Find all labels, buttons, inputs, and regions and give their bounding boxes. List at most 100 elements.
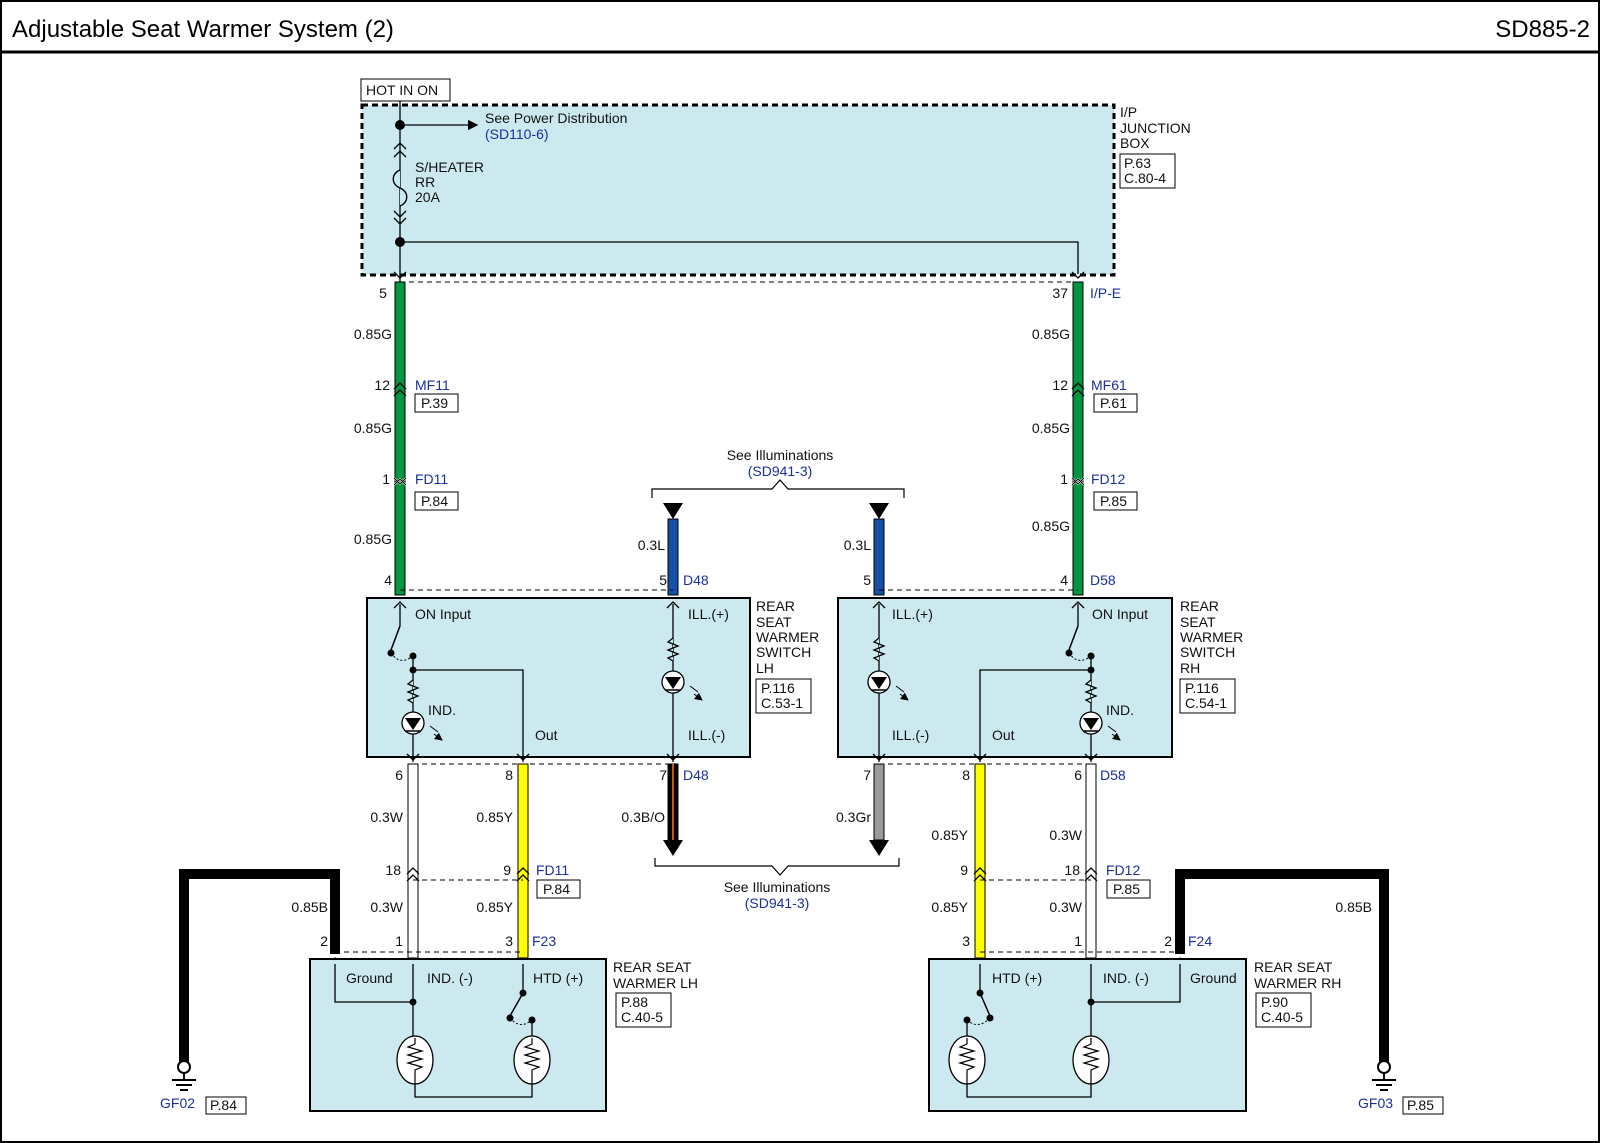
- wire-right-green: [1072, 281, 1084, 596]
- pin-1: 1: [395, 933, 403, 949]
- fuse-icon: [392, 142, 408, 225]
- wire-label-085y: 0.85Y: [931, 827, 968, 843]
- fuse-name-2: RR: [415, 174, 435, 190]
- warmer-lh-ground: Ground: [346, 970, 393, 986]
- switch-rh-name-3: WARMER: [1180, 629, 1243, 645]
- pin-12: 12: [374, 377, 390, 393]
- illum-bracket-top: [651, 479, 905, 498]
- warmer-lh-name-1: REAR SEAT: [613, 959, 692, 975]
- wire-ind-rh-white: [1085, 763, 1097, 959]
- wire-label-085g: 0.85G: [1032, 326, 1070, 342]
- heater-element-icon: [948, 1035, 986, 1085]
- switch-rh-ind: IND.: [1106, 702, 1134, 718]
- junction-label-1: I/P: [1120, 104, 1137, 120]
- warmer-rh-ref-box: [1255, 992, 1312, 1028]
- page-title: Adjustable Seat Warmer System (2): [12, 16, 394, 43]
- pin-9: 9: [960, 862, 968, 878]
- fd11-lower-ref-box: [536, 879, 581, 899]
- wire-ground-lh-black: [179, 869, 340, 1067]
- warmer-lh-module: [309, 958, 607, 1112]
- wire-left-green: [394, 281, 406, 596]
- switch-icon: [1065, 625, 1095, 661]
- switch-icon: [963, 989, 994, 1025]
- mf11-page: P.39: [421, 395, 448, 411]
- ground-gf03: GF03: [1358, 1095, 1393, 1111]
- warmer-lh-page: P.88: [621, 994, 648, 1010]
- switch-rh-ill-pos: ILL.(+): [892, 606, 933, 622]
- terminal-arrow-icon: [406, 753, 1098, 761]
- terminal-arrow-icon: [663, 503, 889, 519]
- wire-label-085g: 0.85G: [354, 420, 392, 436]
- wire-label-03w: 0.3W: [370, 899, 403, 915]
- pin-1: 1: [382, 471, 390, 487]
- wire-label-085b: 0.85B: [1335, 899, 1372, 915]
- pin-3: 3: [505, 933, 513, 949]
- connector-d58-lower: D58: [1100, 767, 1126, 783]
- switch-lh-module: [366, 597, 751, 758]
- wire-ground-rh-black: [1175, 869, 1389, 1067]
- switch-rh-module: [837, 597, 1173, 758]
- fuse-name-1: S/HEATER: [415, 159, 484, 175]
- pin-5: 5: [379, 285, 387, 301]
- pin-6: 6: [395, 767, 403, 783]
- wire-ill-lh-black-orange: [667, 763, 679, 841]
- hot-in-on-box: [360, 78, 451, 102]
- switch-rh-name-4: SWITCH: [1180, 644, 1235, 660]
- warmer-lh-name-2: WARMER LH: [613, 975, 698, 991]
- connector-mf11: MF11: [415, 377, 450, 393]
- warmer-rh-ground: Ground: [1190, 970, 1237, 986]
- switch-rh-name-1: REAR: [1180, 598, 1219, 614]
- connector-fd11: FD11: [415, 471, 448, 487]
- hot-in-on-label: HOT IN ON: [366, 82, 438, 98]
- see-illum-top-ref: (SD941-3): [748, 463, 813, 479]
- pin-5: 5: [863, 572, 871, 588]
- wire-ill-lh-blue: [667, 518, 679, 596]
- connector-mf61: MF61: [1091, 377, 1127, 393]
- ip-junction-box: [360, 103, 1116, 277]
- fd11-ref-box: [414, 491, 459, 511]
- see-illum-top: See Illuminations: [727, 447, 834, 463]
- see-power-label: See Power Distribution: [485, 110, 627, 126]
- switch-rh-name-2: SEAT: [1180, 614, 1216, 630]
- warmer-lh-ind: IND. (-): [427, 970, 473, 986]
- wire-ill-rh-blue: [873, 518, 885, 596]
- switch-rh-ref-box: [1179, 678, 1236, 714]
- wire-label-085g: 0.85G: [354, 531, 392, 547]
- pin-2: 2: [1164, 933, 1172, 949]
- resistor-icon: [1084, 679, 1098, 704]
- mf61-ref-box: [1093, 393, 1138, 413]
- ground-gf02: GF02: [160, 1095, 195, 1111]
- see-illum-bottom: See Illuminations: [724, 879, 831, 895]
- fd11-page: P.84: [421, 493, 448, 509]
- wire-label-085y: 0.85Y: [476, 899, 513, 915]
- terminal-arrow-icon: [406, 867, 1098, 882]
- connector-d48-lower: D48: [683, 767, 709, 783]
- connector-fd11-lower: FD11: [536, 862, 569, 878]
- switch-lh-name-1: REAR: [756, 598, 795, 614]
- warmer-rh-module: [928, 958, 1247, 1112]
- pin-6: 6: [1074, 767, 1082, 783]
- resistor-icon: [406, 679, 420, 704]
- gf03-ref-box: [1402, 1096, 1444, 1115]
- fd11-lower-page: P.84: [543, 881, 570, 897]
- switch-lh-ill-pos: ILL.(+): [688, 606, 729, 622]
- warmer-lh-conn: C.40-5: [621, 1009, 663, 1025]
- heater-element-icon: [513, 1035, 551, 1085]
- junction-label-2: JUNCTION: [1120, 120, 1191, 136]
- pin-2: 2: [320, 933, 328, 949]
- warmer-lh-htd: HTD (+): [533, 970, 583, 986]
- wire-label-03w: 0.3W: [1049, 827, 1082, 843]
- wire-label-085g: 0.85G: [354, 326, 392, 342]
- warmer-rh-page: P.90: [1261, 994, 1288, 1010]
- see-power-ref: (SD110-6): [485, 126, 549, 142]
- see-illum-bottom-ref: (SD941-3): [745, 895, 810, 911]
- gf02-page: P.84: [210, 1097, 237, 1113]
- terminal-arrow-icon: [393, 601, 680, 609]
- pin-1: 1: [1074, 933, 1082, 949]
- gf03-page: P.85: [1407, 1097, 1434, 1113]
- fd12-lower-ref-box: [1106, 879, 1151, 899]
- connector-fd12-lower: FD12: [1106, 862, 1140, 878]
- wire-label-085b: 0.85B: [291, 899, 328, 915]
